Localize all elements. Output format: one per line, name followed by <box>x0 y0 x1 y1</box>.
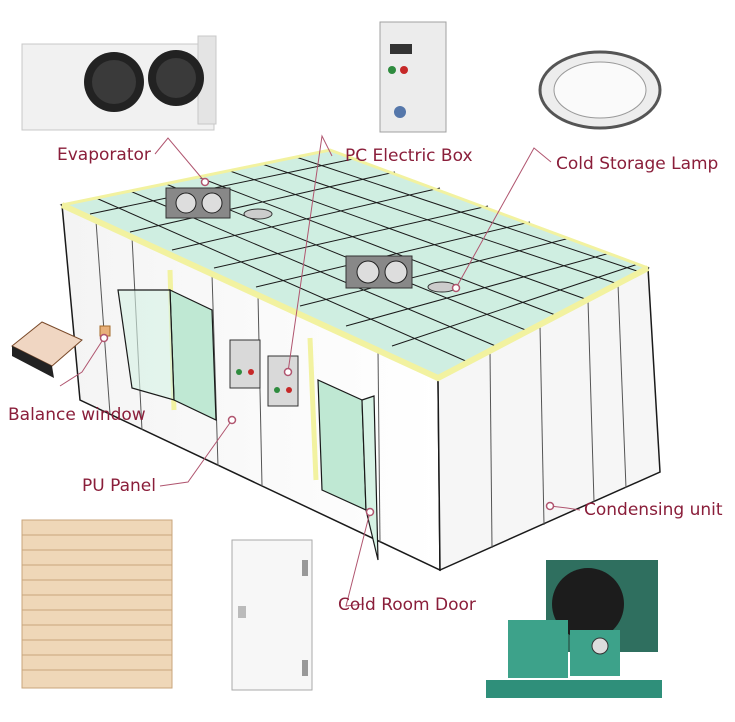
leader-endpoints <box>99 177 555 517</box>
wall-control-box-2 <box>267 355 299 407</box>
door-opening-right <box>317 379 367 511</box>
label-balance-window: Balance window <box>8 405 146 425</box>
label-cold-room-door: Cold Room Door <box>338 595 476 615</box>
wall-control-box-1 <box>229 339 261 389</box>
pu-panel-stack-photo <box>21 519 173 689</box>
evaporator-unit-1 <box>165 187 231 219</box>
door-opening-left <box>169 289 217 421</box>
label-condensing-unit: Condensing unit <box>584 500 723 520</box>
door-leaf-left <box>117 289 175 401</box>
cold-storage-lamp-photo <box>538 50 662 130</box>
evaporator-photo <box>21 35 217 131</box>
cold-room-door-photo <box>231 539 313 691</box>
door-leaf-right <box>361 395 379 561</box>
electric-box-photo <box>379 21 447 133</box>
balance-window-photo <box>11 321 83 378</box>
evaporator-unit-2 <box>345 255 413 289</box>
frame-top-edge <box>60 202 650 382</box>
label-pu-panel: PU Panel <box>82 476 156 496</box>
cold-room <box>59 148 661 572</box>
panel-seams <box>95 220 627 549</box>
leader-lines <box>59 134 581 607</box>
condensing-unit-photo <box>486 560 662 698</box>
roof-lamp-2 <box>427 281 457 293</box>
roof-lamp-1 <box>243 208 273 220</box>
label-cold-storage-lamp: Cold Storage Lamp <box>556 154 719 174</box>
label-pc-electric-box: PC Electric Box <box>345 146 473 166</box>
label-evaporator: Evaporator <box>57 145 151 165</box>
